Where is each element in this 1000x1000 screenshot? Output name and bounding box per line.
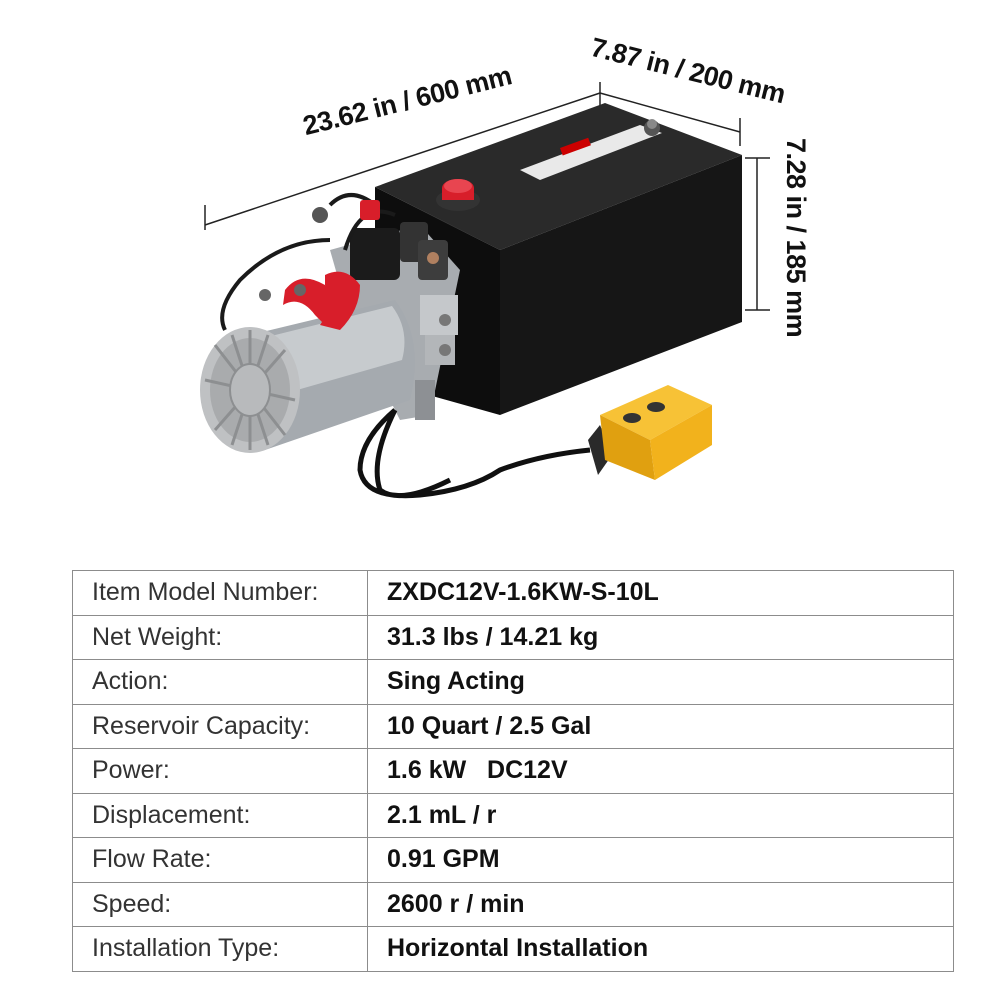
table-row: Action: Sing Acting [72,659,954,705]
table-row: Reservoir Capacity: 10 Quart / 2.5 Gal [72,703,954,749]
spec-value: Sing Acting [367,659,954,705]
spec-label: Installation Type: [72,926,368,972]
spec-value: 2600 r / min [367,881,954,927]
spec-value: 31.3 lbs / 14.21 kg [367,614,954,660]
table-row: Net Weight: 31.3 lbs / 14.21 kg [72,614,954,660]
spec-value: 2.1 mL / r [367,792,954,838]
spec-label: Net Weight: [72,614,368,660]
hydraulic-power-unit-illustration [200,82,770,499]
table-row: Power: 1.6 kW DC12V [72,748,954,794]
table-row: Item Model Number: ZXDC12V-1.6KW-S-10L [72,570,954,616]
table-row: Speed: 2600 r / min [72,881,954,927]
spec-label: Displacement: [72,792,368,838]
dimension-lines [204,82,770,311]
spec-value: ZXDC12V-1.6KW-S-10L [367,570,954,616]
table-row: Installation Type: Horizontal Installati… [72,926,954,972]
tank-label-brand [560,137,591,156]
spec-label: Flow Rate: [72,837,368,883]
spec-value: 1.6 kW DC12V [367,748,954,794]
spec-label: Speed: [72,881,368,927]
specification-table: Item Model Number: ZXDC12V-1.6KW-S-10L N… [72,570,954,972]
spec-value: 0.91 GPM [367,837,954,883]
table-row: Displacement: 2.1 mL / r [72,792,954,838]
spec-label: Action: [72,659,368,705]
spec-label: Power: [72,748,368,794]
remote-cable [357,408,591,499]
dimension-height: 7.28 in / 185 mm [781,138,811,338]
spec-value: 10 Quart / 2.5 Gal [367,703,954,749]
electric-motor [200,300,435,453]
spec-value: Horizontal Installation [367,926,954,972]
remote-control-icon [588,385,712,480]
spec-label: Reservoir Capacity: [72,703,368,749]
table-row: Flow Rate: 0.91 GPM [72,837,954,883]
spec-label: Item Model Number: [72,570,368,616]
